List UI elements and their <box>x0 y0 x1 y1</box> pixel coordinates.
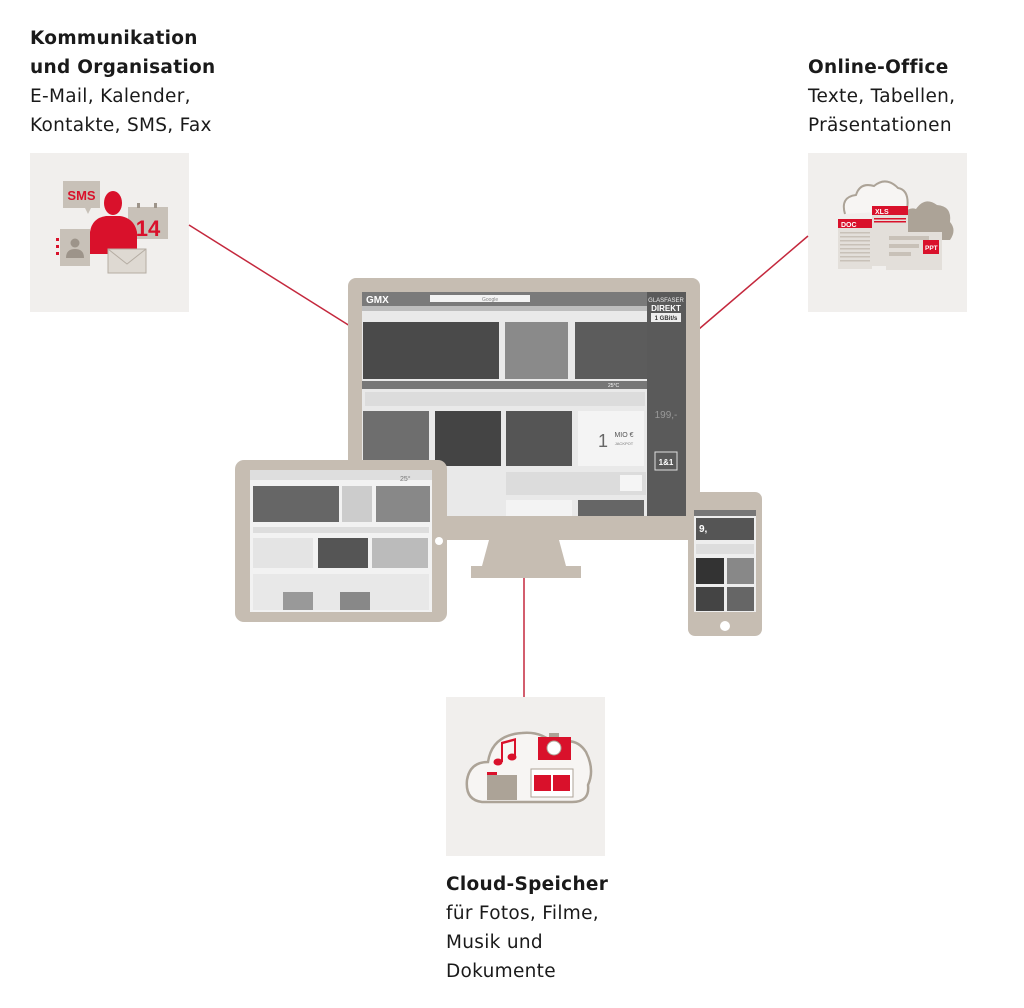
communication-title-2: und Organisation <box>30 57 216 78</box>
screen-search-text: Google <box>482 297 498 303</box>
document-icon: DOC <box>838 219 872 269</box>
lotto-unit: MIO € <box>614 432 633 439</box>
tablet-screen: 25° <box>250 470 432 612</box>
cloud-storage-icon <box>465 731 593 804</box>
phone-screen: 9, <box>694 510 756 612</box>
communication-text-1: E-Mail, Kalender, <box>30 86 191 107</box>
gmx-logo: GMX <box>366 295 389 306</box>
contact-card-icon <box>56 229 90 266</box>
monitor-base <box>471 566 581 578</box>
cloud-text-2: Musik und <box>446 932 543 953</box>
connector-line-communication <box>188 224 351 327</box>
cloud-text-3: Dokumente <box>446 961 556 982</box>
screen-hero-image <box>363 322 499 379</box>
tablet: 25° <box>235 460 447 622</box>
communication-caption: Kommunikation und Organisation E-Mail, K… <box>30 24 215 140</box>
screen-search-box <box>430 295 530 302</box>
envelope-icon <box>107 248 147 274</box>
screen-weather: 25°C <box>608 383 620 389</box>
communication-text-2: Kontakte, SMS, Fax <box>30 115 212 136</box>
ad-speed: 1 GBit/s <box>655 316 678 322</box>
music-note-icon <box>493 738 517 766</box>
xls-label: XLS <box>875 209 889 216</box>
screen-ad-banner <box>647 292 686 516</box>
person-icon <box>90 191 137 254</box>
camera-icon <box>538 733 571 760</box>
tablet-weather: 25° <box>400 475 411 483</box>
phone-price: 9, <box>699 524 708 535</box>
doc-label: DOC <box>841 222 857 229</box>
ad-line1: GLASFASER <box>648 298 684 304</box>
communication-title-1: Kommunikation <box>30 28 198 49</box>
presentation-icon: PPT <box>886 232 942 270</box>
folder-icon <box>487 772 517 800</box>
tablet-home-button <box>435 537 443 545</box>
office-title: Online-Office <box>808 57 949 78</box>
ad-price: 199,- <box>655 410 678 421</box>
ad-line2: DIREKT <box>651 304 681 313</box>
sms-label: SMS <box>67 188 96 203</box>
cloud-text-1: für Fotos, Filme, <box>446 903 599 924</box>
sms-bubble-icon: SMS <box>63 181 100 214</box>
ppt-label: PPT <box>925 245 938 252</box>
cloud-caption: Cloud-Speicher für Fotos, Filme, Musik u… <box>446 870 608 986</box>
connector-line-office <box>698 235 809 330</box>
cloud-title: Cloud-Speicher <box>446 874 609 895</box>
ad-brand: 1&1 <box>659 458 674 467</box>
lotto-label: JACKPOT <box>615 441 634 446</box>
communication-icon: SMS 14 <box>56 181 168 274</box>
office-icon: XLS PPT DOC <box>838 180 954 270</box>
cloud-icon <box>842 180 909 215</box>
cloud-icon <box>905 201 954 240</box>
office-caption: Online-Office Texte, Tabellen, Präsentat… <box>808 53 955 140</box>
calendar-day: 14 <box>136 216 161 241</box>
film-strip-icon <box>530 768 574 798</box>
smartphone: 9, <box>688 492 762 636</box>
monitor-neck <box>482 540 566 566</box>
office-text-2: Präsentationen <box>808 115 952 136</box>
office-text-1: Texte, Tabellen, <box>808 86 956 107</box>
monitor-screen: GMX Google GLASFASER DIREKT 1 GBit/s 199… <box>362 292 686 516</box>
phone-home-button <box>720 621 730 631</box>
lotto-amount: 1 <box>598 431 608 451</box>
